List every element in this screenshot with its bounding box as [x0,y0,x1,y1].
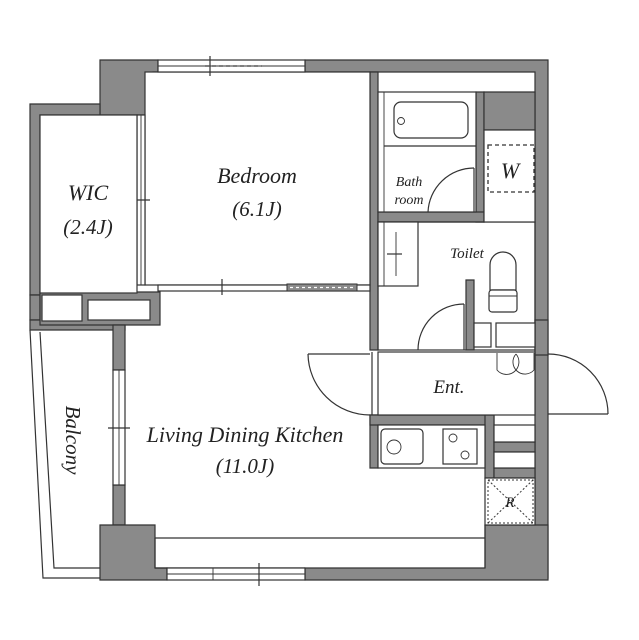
toilet-room: W Toilet [377,129,536,351]
bedroom-label: Bedroom [217,163,297,188]
balcony: Balcony [29,329,100,579]
bathroom: Bath room [377,91,477,213]
toilet-icon [489,251,517,291]
bedroom-size: (6.1J) [232,197,282,221]
ldk-label: Living Dining Kitchen [146,422,344,447]
ldk-size: (11.0J) [216,454,275,478]
wic-size: (2.4J) [63,215,113,239]
balcony-label: Balcony [61,406,85,475]
kitchen-sink-icon [380,428,424,465]
entrance-label: Ent. [432,377,464,398]
kitchen-counter: R [377,424,536,526]
bathroom-label-line2: room [394,193,423,208]
bathroom-label-line1: Bath [396,175,422,190]
living-dining-kitchen: Living Dining Kitchen (11.0J) [108,369,486,586]
entrance: Ent. [307,351,609,416]
wic-label: WIC [68,180,109,205]
stove-icon [442,428,478,465]
toilet-label: Toilet [450,246,484,262]
bedroom: Bedroom (6.1J) [132,56,371,295]
walk-in-closet: WIC (2.4J) [39,114,151,322]
refrigerator-label: R [504,495,514,511]
bathtub-icon [393,101,469,139]
washer-space-icon [487,144,535,193]
washer-label: W [501,158,521,183]
